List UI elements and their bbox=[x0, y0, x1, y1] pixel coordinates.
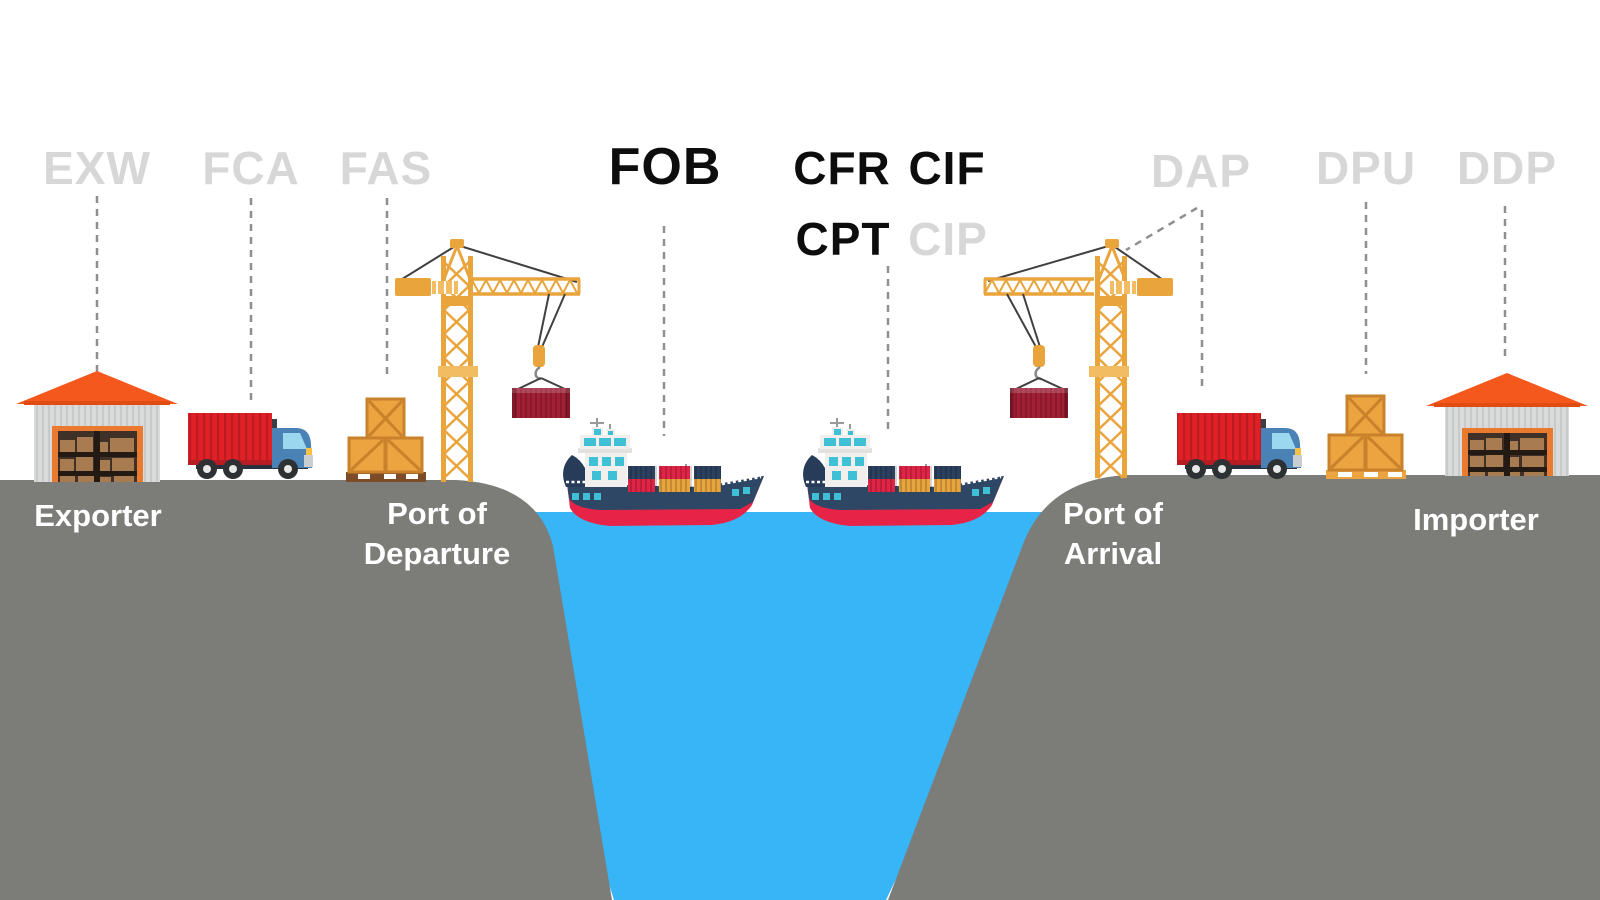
warehouse-roof bbox=[1426, 373, 1588, 406]
warehouse-roof bbox=[16, 371, 178, 404]
guide-dap-diagonal bbox=[1125, 206, 1198, 252]
term-dpu: DPU bbox=[1315, 142, 1417, 194]
label-port-of-departure-line1: Port of bbox=[387, 496, 487, 531]
crane-right bbox=[983, 239, 1173, 479]
label-port-of-departure: Port of Departure bbox=[364, 494, 510, 574]
term-cpt: CPT bbox=[795, 213, 891, 265]
label-port-of-arrival-line1: Port of bbox=[1063, 496, 1163, 531]
label-importer: Importer bbox=[1413, 502, 1539, 537]
term-exw: EXW bbox=[43, 142, 151, 194]
label-port-of-arrival-line2: Arrival bbox=[1063, 536, 1163, 571]
dock-left bbox=[0, 480, 612, 900]
term-dap: DAP bbox=[1150, 145, 1252, 197]
crates-right bbox=[1326, 394, 1406, 479]
term-fob: FOB bbox=[608, 138, 722, 196]
cargo-ship-right bbox=[801, 416, 1006, 528]
label-exporter: Exporter bbox=[34, 498, 162, 533]
term-cif: CIF bbox=[908, 142, 986, 194]
term-cfr: CFR bbox=[793, 142, 891, 194]
truck-left bbox=[188, 413, 313, 479]
dock-right bbox=[888, 475, 1600, 900]
truck-wheels bbox=[1186, 459, 1287, 479]
crates-left bbox=[346, 397, 426, 482]
crane-left bbox=[395, 239, 581, 482]
cargo-ship-left bbox=[563, 418, 764, 526]
hanging-container-left bbox=[512, 388, 570, 418]
truck-wheels bbox=[197, 459, 298, 479]
warehouse-exporter bbox=[16, 371, 178, 482]
guide-lines bbox=[95, 196, 1507, 436]
term-ddp: DDP bbox=[1456, 142, 1558, 194]
term-cip: CIP bbox=[908, 213, 988, 265]
label-port-of-departure-line2: Departure bbox=[363, 536, 511, 571]
truck-right bbox=[1177, 413, 1302, 479]
label-port-of-arrival: Port of Arrival bbox=[1063, 494, 1163, 574]
hanging-container-right bbox=[1010, 388, 1068, 418]
warehouse-importer bbox=[1426, 373, 1588, 476]
term-fas: FAS bbox=[339, 142, 433, 194]
term-fca: FCA bbox=[202, 142, 300, 194]
